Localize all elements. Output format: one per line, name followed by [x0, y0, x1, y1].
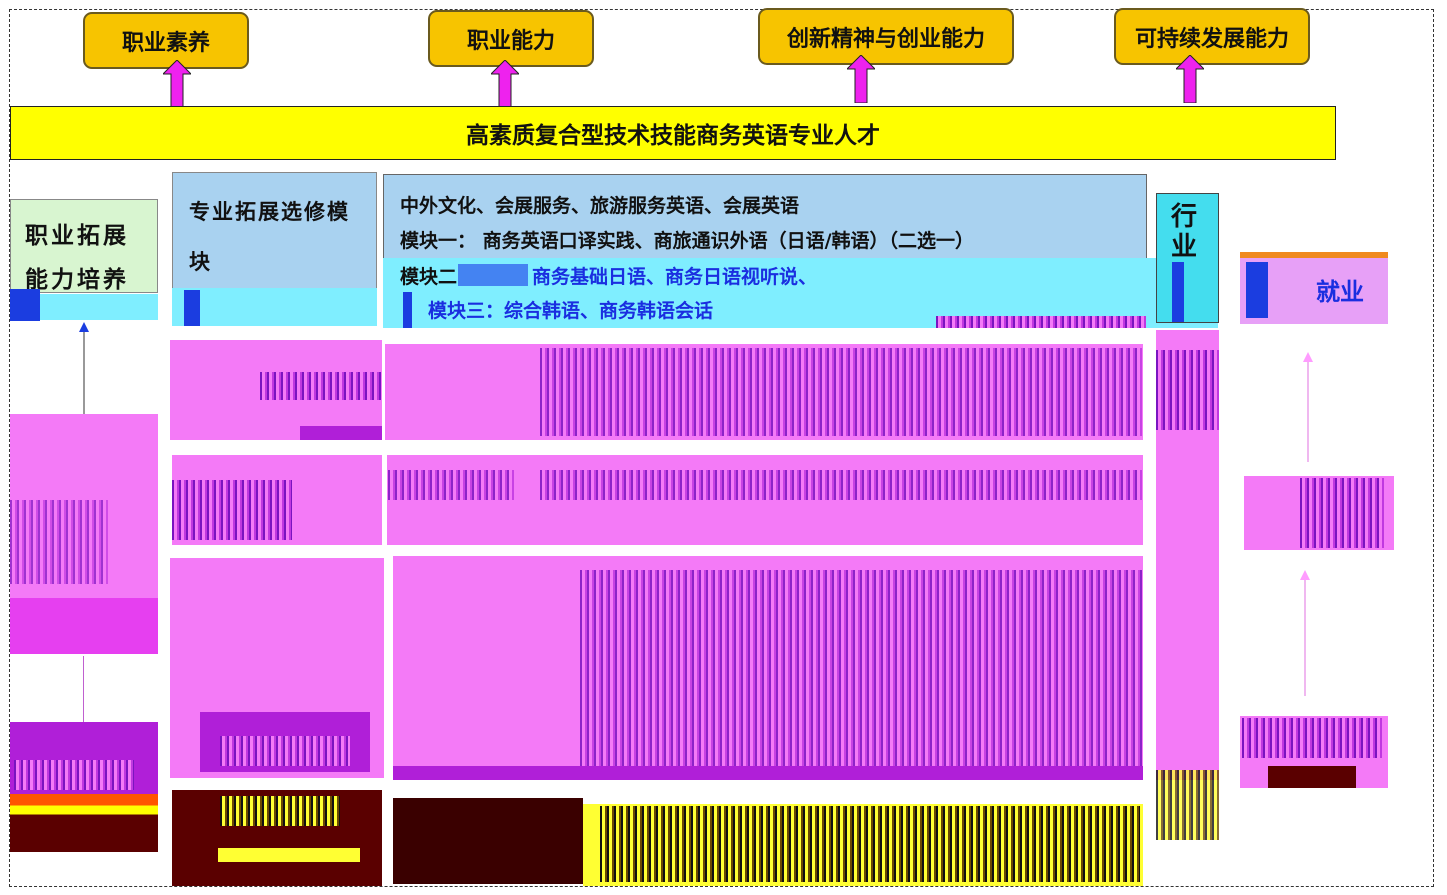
up-arrow-icon [163, 60, 191, 108]
elective-pattern-3 [220, 736, 350, 766]
left-column-cyan-band [40, 294, 158, 320]
modules-pattern-3 [580, 570, 1142, 766]
career-extension-label: 职业拓展能力培养 [25, 223, 129, 293]
modules-box [383, 174, 1147, 274]
modules-line-1: 中外文化、会展服务、旅游服务英语、会展英语 [400, 195, 800, 217]
industry-box: 行业 [1156, 193, 1219, 323]
left-panel-base [10, 794, 158, 852]
left-panel-pattern [10, 500, 108, 584]
modules-base [393, 798, 583, 884]
employment-base [1268, 766, 1356, 788]
employment-blue-bar [1246, 262, 1268, 318]
modules-line-3-prefix: 模块二 [400, 266, 458, 288]
up-arrow-icon [1303, 352, 1313, 462]
goal-box-professional-ability: 职业能力 [428, 10, 594, 67]
modules-line-3-mark [458, 264, 528, 286]
modules-panel-2 [387, 455, 1143, 545]
elective-blue-bar [184, 290, 200, 326]
industry-pattern [1156, 350, 1219, 430]
employment-pattern-1 [1300, 478, 1384, 548]
modules-blue-bar [403, 292, 412, 328]
employment-label: 就业 [1316, 278, 1364, 306]
goal-label: 可持续发展能力 [1134, 26, 1289, 52]
diagram-frame [9, 9, 1434, 887]
modules-edge-pattern [936, 316, 1146, 328]
elective-module-box: 专业拓展选修模块 [172, 172, 377, 290]
goal-box-sustainable: 可持续发展能力 [1114, 8, 1310, 65]
up-arrow-icon [79, 322, 89, 414]
connector-line [83, 656, 84, 722]
industry-label: 行业 [1171, 202, 1198, 262]
up-arrow-icon [1300, 570, 1310, 696]
elective-cyan-band [172, 288, 377, 326]
up-arrow-icon [491, 60, 519, 108]
up-arrow-icon [847, 55, 875, 103]
elective-pattern-1 [260, 372, 382, 400]
modules-line-3-rest: 商务基础日语、商务日语视听说、 [532, 266, 818, 288]
goal-label: 职业素养 [121, 30, 210, 56]
modules-line-4: 模块三：综合韩语、商务韩语会话 [428, 300, 714, 322]
up-arrow-icon [1176, 55, 1204, 103]
left-panel-lower-pattern [14, 760, 134, 790]
goal-box-professional-quality: 职业素养 [83, 12, 249, 69]
talent-banner: 高素质复合型技术技能商务英语专业人才 [10, 106, 1336, 160]
elective-base-pattern [220, 796, 340, 826]
modules-pattern-2 [540, 470, 1142, 500]
banner-label: 高素质复合型技术技能商务英语专业人才 [466, 123, 880, 149]
modules-line-2: 模块一： 商务英语口译实践、商旅通识外语（日语/韩语）（二选一） [400, 230, 975, 252]
elective-base-yellow [218, 848, 360, 862]
career-extension-box: 职业拓展能力培养 [10, 199, 158, 293]
modules-base-pattern [600, 806, 1140, 882]
elective-module-label: 专业拓展选修模块 [189, 200, 350, 274]
modules-pattern-1 [540, 348, 1142, 436]
goal-label: 创新精神与创业能力 [786, 26, 985, 52]
left-column-bar [10, 289, 40, 321]
industry-base-pattern [1156, 770, 1219, 840]
elective-strip-1 [300, 426, 382, 440]
left-panel-band [10, 598, 158, 654]
modules-pattern-2b [388, 470, 514, 500]
elective-pattern-2 [172, 480, 292, 540]
modules-bottom-strip [393, 766, 1143, 780]
goal-box-innovation: 创新精神与创业能力 [758, 8, 1014, 65]
industry-blue-bar [1172, 262, 1184, 322]
goal-label: 职业能力 [466, 28, 555, 54]
employment-pattern-2 [1242, 718, 1382, 758]
